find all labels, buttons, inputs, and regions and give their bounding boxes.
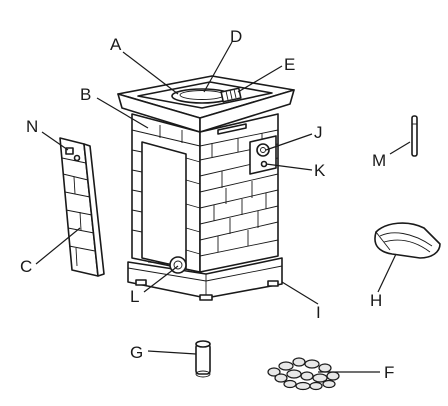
- burner-tube: [220, 87, 242, 103]
- label-i: I: [316, 303, 321, 322]
- lava-rocks: [267, 357, 340, 391]
- label-e: E: [284, 55, 295, 74]
- label-h: H: [370, 291, 382, 310]
- label-f: F: [384, 363, 394, 382]
- label-g: G: [130, 343, 143, 362]
- label-j: J: [314, 123, 323, 142]
- part-labels: A B C D E F G H I J K L M N: [20, 27, 394, 382]
- label-b: B: [80, 85, 91, 104]
- label-d: D: [230, 27, 242, 46]
- leader-lines: [35, 41, 411, 373]
- igniter-button: [260, 160, 268, 168]
- pin: [411, 115, 418, 157]
- label-m: M: [372, 151, 386, 170]
- fire-pit-table: [117, 75, 295, 301]
- label-c: C: [20, 257, 32, 276]
- label-l: L: [130, 287, 139, 306]
- protective-cover: [374, 222, 441, 259]
- connector: [195, 340, 211, 378]
- panel-hinge: [65, 147, 74, 155]
- ignition-knob: [256, 143, 270, 157]
- label-a: A: [110, 35, 122, 54]
- tank-door-opening: [141, 141, 187, 269]
- label-n: N: [26, 117, 38, 136]
- side-panel: [59, 137, 105, 277]
- stone-texture-left: [131, 125, 201, 255]
- label-k: K: [314, 161, 326, 180]
